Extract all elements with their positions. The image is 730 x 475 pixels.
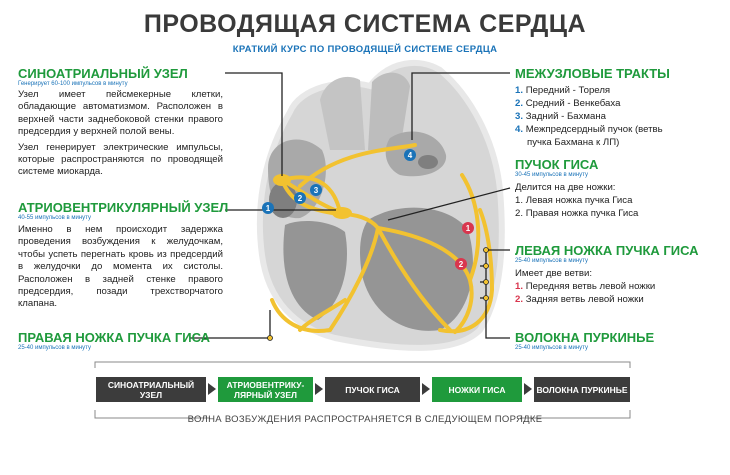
sa-node-shape (273, 174, 291, 186)
av-node-text: Именно в нем происходит задержка проведе… (18, 224, 223, 310)
la-vessel-opening (418, 155, 438, 169)
list-item: 2. Задняя ветвь левой ножки (515, 294, 644, 305)
marker-red-2: 2 (455, 258, 467, 270)
right-ventricle (283, 220, 347, 320)
flow-caption: ВОЛНА ВОЗБУЖДЕНИЯ РАСПРОСТРАНЯЕТСЯ В СЛЕ… (187, 414, 543, 425)
list-item: 2. Средний - Венкебаха (515, 98, 621, 109)
his-rate: 30-45 импульсов в минуту (515, 172, 588, 178)
flow-step-his: ПУЧОК ГИСА (325, 377, 420, 402)
marker-blue-2: 2 (294, 192, 306, 204)
page-subtitle: КРАТКИЙ КУРС ПО ПРОВОДЯЩЕЙ СИСТЕМЕ СЕРДЦ… (232, 44, 498, 55)
list-item: 4. Межпредсердный пучок (ветвь (515, 124, 663, 135)
left-bundle-rate: 25-40 импульсов в минуту (515, 258, 588, 264)
sa-node-section: СИНОАТРИАЛЬНЫЙ УЗЕЛ Генерирует 60-100 им… (18, 66, 223, 179)
svg-text:1: 1 (266, 204, 271, 213)
internodal-heading: МЕЖУЗЛОВЫЕ ТРАКТЫ (515, 66, 670, 81)
pulmonary-shape (368, 72, 410, 150)
marker-blue-1: 1 (262, 202, 274, 214)
internodal-list: 1. Передний - Тореля 2. Средний - Венкеб… (515, 84, 720, 149)
right-bundle-section: ПРАВАЯ НОЖКА ПУЧКА ГИСА 25-40 импульсов … (18, 330, 223, 351)
svg-text:4: 4 (408, 151, 413, 160)
list-item: 1. Передняя ветвь левой ножки (515, 281, 656, 292)
aorta-shape (320, 76, 365, 150)
list-item: 2. Правая ножка пучка Гиса (515, 208, 639, 219)
left-ventricle (360, 207, 473, 331)
his-list: Делится на две ножки: 1. Левая ножка пуч… (515, 181, 720, 220)
svg-text:2: 2 (459, 260, 464, 269)
his-section: ПУЧОК ГИСА 30-45 импульсов в минуту Дели… (515, 157, 720, 220)
sa-node-rate: Генерирует 60-100 импульсов в минуту (18, 81, 128, 87)
flow-arrow-icon (315, 383, 323, 395)
list-item: 3. Задний - Бахмана (515, 111, 606, 122)
marker-blue-3: 3 (310, 184, 322, 196)
purkinje-section: ВОЛОКНА ПУРКИНЬЕ 25-40 импульсов в минут… (515, 330, 720, 351)
svg-text:2: 2 (298, 194, 303, 203)
sa-node-heading: СИНОАТРИАЛЬНЫЙ УЗЕЛ (18, 66, 188, 81)
left-bundle-intro: Имеет две ветви: (515, 268, 593, 279)
right-bundle-heading: ПРАВАЯ НОЖКА ПУЧКА ГИСА (18, 330, 211, 345)
svg-text:3: 3 (314, 186, 319, 195)
av-node-rate: 40-55 импульсов в минуту (18, 215, 91, 221)
page-title: ПРОВОДЯЩАЯ СИСТЕМА СЕРДЦА (143, 10, 587, 38)
sa-node-text1: Узел имеет пейсмекерные клетки, обладающ… (18, 89, 223, 138)
list-item: пучка Бахмана к ЛП) (527, 137, 620, 148)
marker-red-1: 1 (462, 222, 474, 234)
flow-arrow-icon (422, 383, 430, 395)
marker-blue-4: 4 (404, 149, 416, 161)
list-item: 1. Левая ножка пучка Гиса (515, 195, 633, 206)
his-heading: ПУЧОК ГИСА (515, 157, 599, 172)
flow-arrow-icon (524, 383, 532, 395)
flow-step-bundles: НОЖКИ ГИСА (432, 377, 522, 402)
internodal-section: МЕЖУЗЛОВЫЕ ТРАКТЫ 1. Передний - Тореля 2… (515, 66, 720, 149)
flow-step-sa: СИНОАТРИАЛЬНЫЙ УЗЕЛ (96, 377, 206, 402)
sa-node-text2: Узел генерирует электрические импульсы, … (18, 141, 223, 178)
svg-text:1: 1 (466, 224, 471, 233)
right-bundle-rate: 25-40 импульсов в минуту (18, 345, 91, 351)
purkinje-heading: ВОЛОКНА ПУРКИНЬЕ (515, 330, 655, 345)
left-bundle-heading: ЛЕВАЯ НОЖКА ПУЧКА ГИСА (515, 243, 699, 258)
conduction-pathways (270, 143, 495, 334)
av-node-section: АТРИОВЕНТРИКУЛЯРНЫЙ УЗЕЛ 40-55 импульсов… (18, 200, 229, 311)
left-bundle-list: Имеет две ветви: 1. Передняя ветвь левой… (515, 267, 720, 306)
flow-step-purkinje: ВОЛОКНА ПУРКИНЬЕ (534, 377, 630, 402)
flow-step-av: АТРИОВЕНТРИКУ-ЛЯРНЫЙ УЗЕЛ (218, 377, 313, 402)
av-node-shape (332, 207, 352, 219)
av-node-heading: АТРИОВЕНТРИКУЛЯРНЫЙ УЗЕЛ (18, 200, 229, 215)
purkinje-rate: 25-40 импульсов в минуту (515, 345, 588, 351)
list-item: 1. Передний - Тореля (515, 85, 611, 96)
his-intro: Делится на две ножки: (515, 182, 616, 193)
flow-arrow-icon (208, 383, 216, 395)
left-bundle-section: ЛЕВАЯ НОЖКА ПУЧКА ГИСА 25-40 импульсов в… (515, 243, 720, 306)
